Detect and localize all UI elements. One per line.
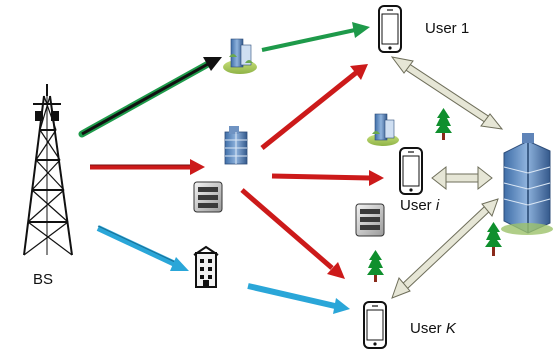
transmission-tower-icon (23, 84, 73, 256)
link-tower-to-user-k (391, 198, 499, 299)
smartphone-icon (363, 301, 387, 349)
link-bs-to-apartment (96, 225, 189, 271)
link-bs-to-mid-building (90, 159, 205, 175)
user-i-index: i (435, 197, 440, 214)
user-i-prefix: User (400, 197, 436, 214)
link-building-to-user1 (261, 22, 370, 52)
office-tower-icon (501, 133, 553, 235)
link-mid-building-to-user-k (240, 188, 345, 279)
bs-label: BS (33, 271, 54, 288)
user-1-label: User 1 (425, 20, 470, 37)
building-icon (224, 126, 248, 165)
user-k-label: User K (410, 321, 456, 336)
building-icon (223, 38, 257, 74)
tree-icon (367, 250, 384, 282)
link-apartment-to-user-k (247, 283, 350, 314)
link-mid-building-to-user1 (260, 64, 368, 150)
link-bs-to-building (78, 57, 222, 138)
building-icon (367, 113, 399, 146)
link-tower-to-user1 (390, 56, 504, 130)
tree-icon (485, 222, 502, 256)
server-cabinet-icon (193, 181, 223, 213)
smartphone-icon (399, 147, 423, 195)
server-cabinet-icon (355, 203, 385, 237)
smartphone-icon (378, 5, 402, 53)
user-k-prefix: User (410, 320, 446, 337)
user-k-index: K (445, 320, 456, 337)
tree-icon (435, 108, 452, 140)
apartment-block-icon (193, 245, 219, 288)
link-mid-building-to-user-i (271, 170, 384, 186)
link-tower-to-user-i (431, 165, 493, 191)
user-i-label: User i (400, 198, 439, 213)
